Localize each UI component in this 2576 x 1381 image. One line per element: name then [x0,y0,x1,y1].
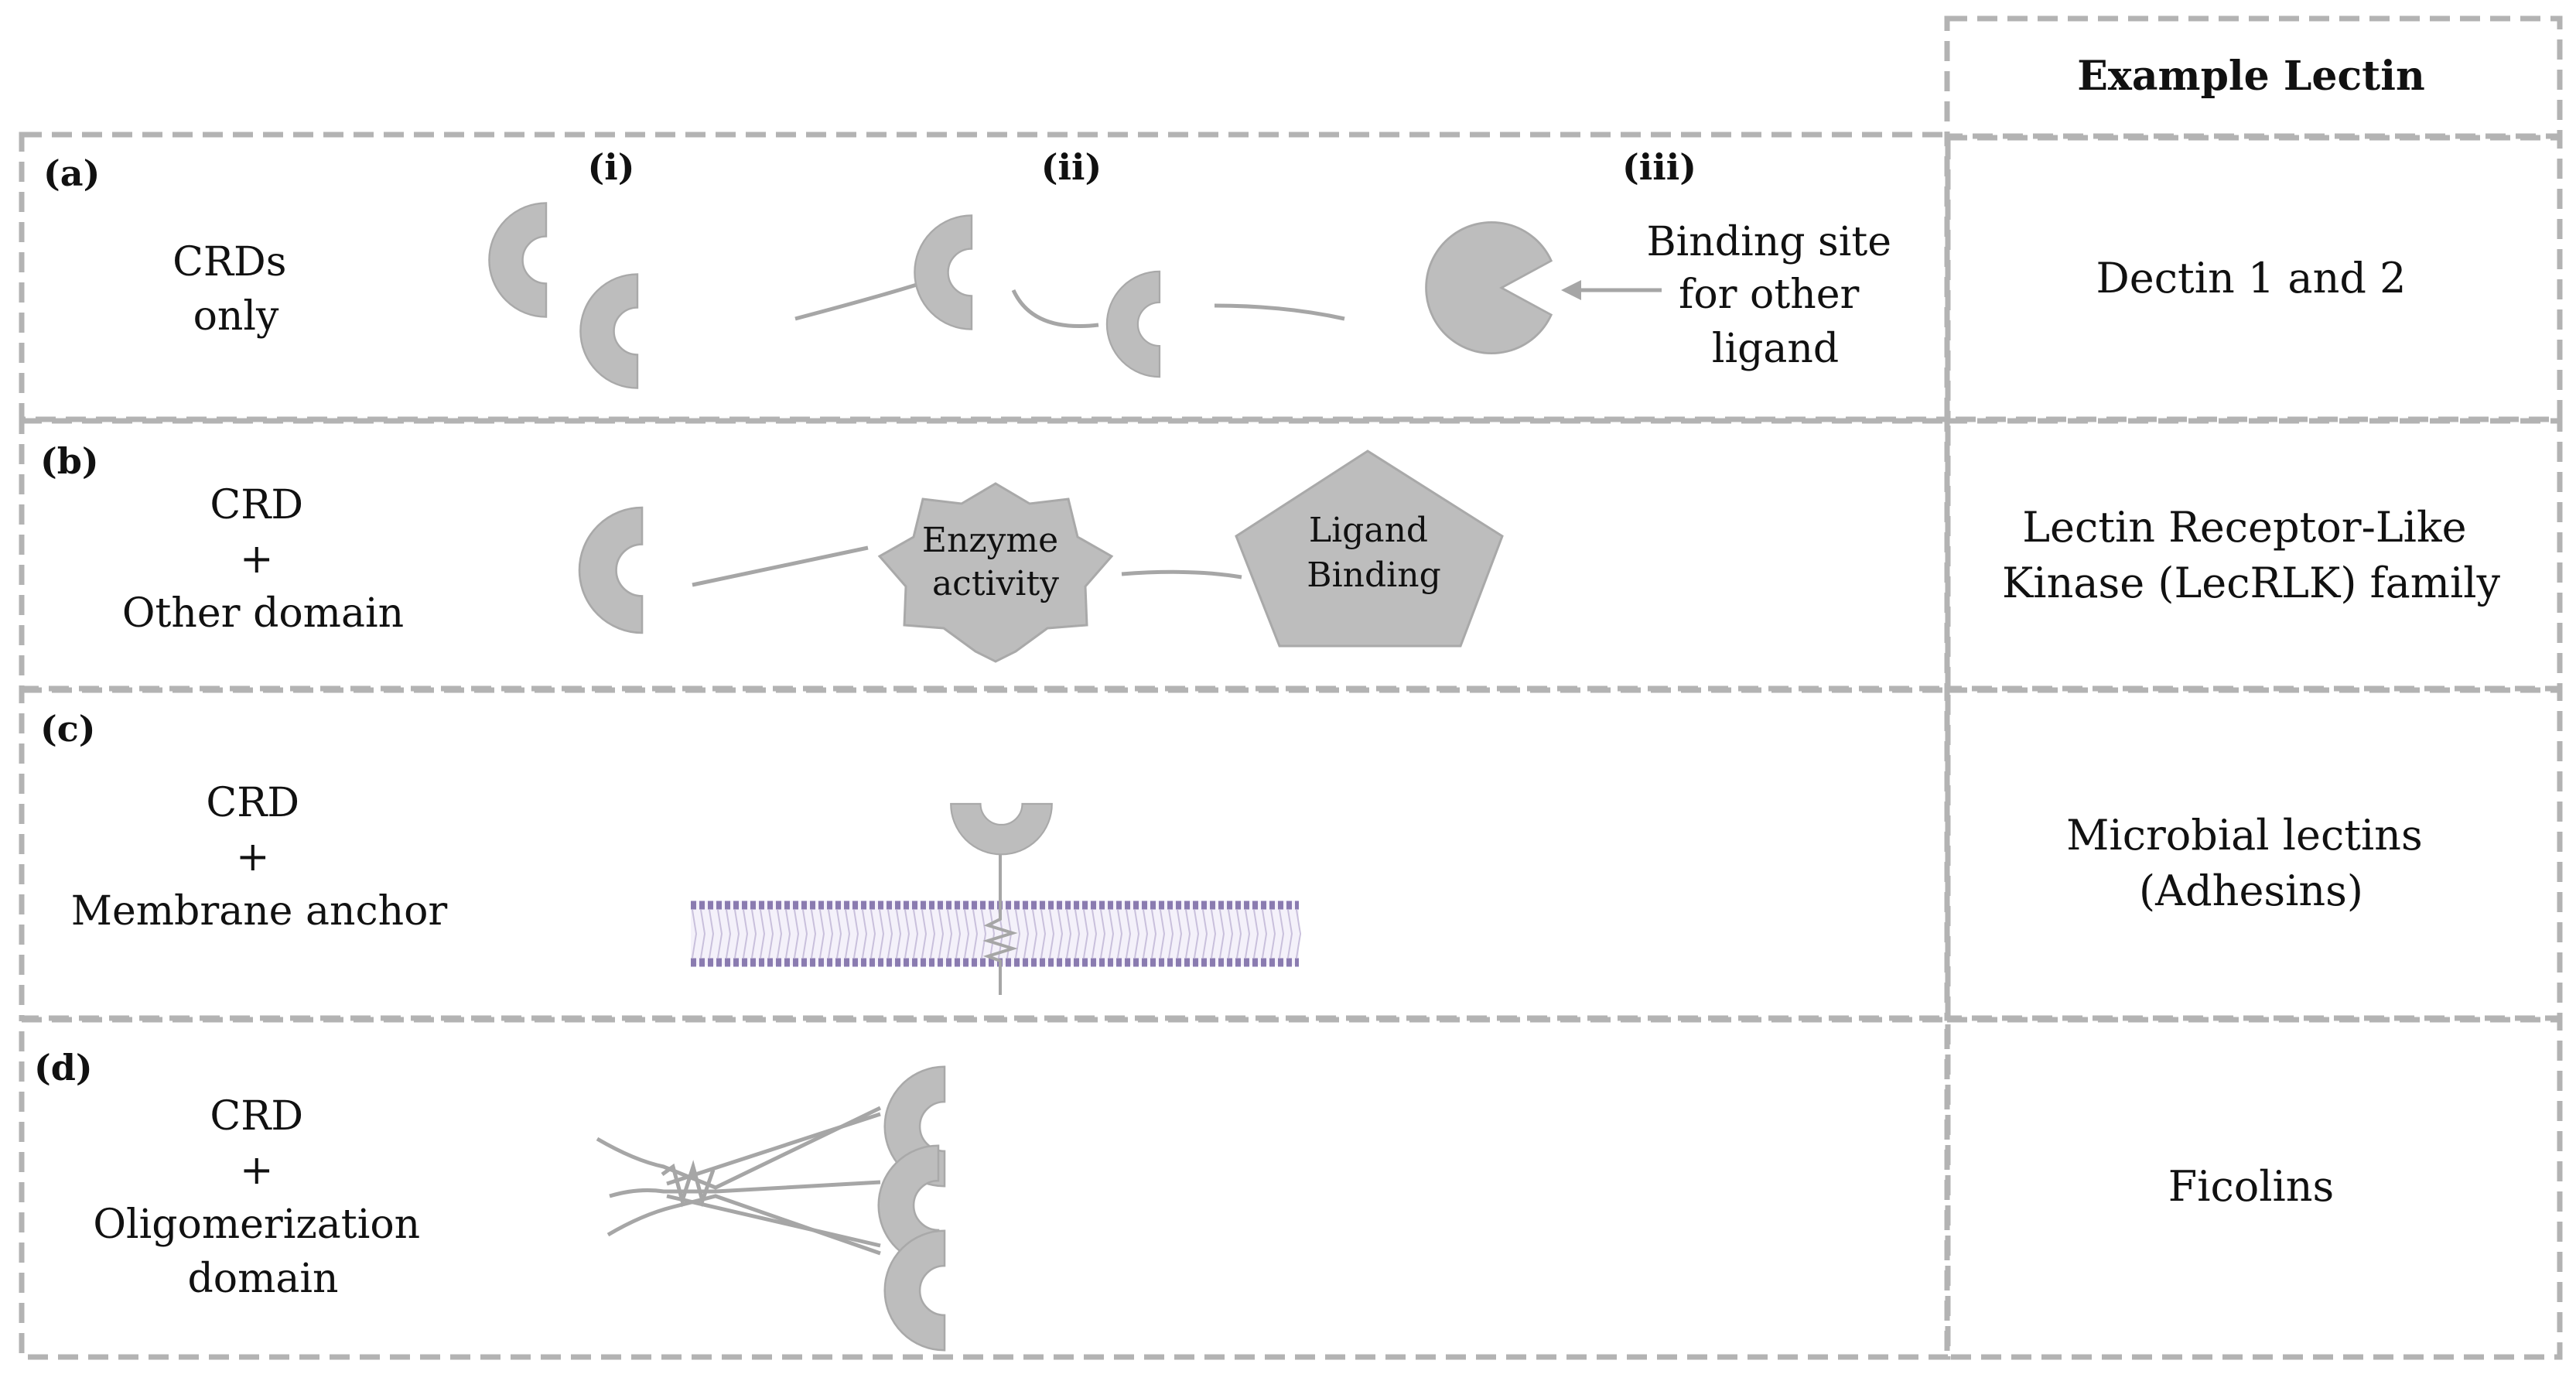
subpanel-ii-label: (ii) [1041,146,1102,188]
row-d-description-line-1: CRD [210,1093,303,1140]
row-b-label: (b) [40,440,99,482]
tandem-linker [794,282,1345,329]
row-c-description-line-1: CRD [206,780,299,826]
ligand-line-1: Ligand [1309,511,1428,550]
row-d-label: (d) [34,1047,93,1089]
ligand-binding-domain [1235,450,1504,648]
enzyme-line-1: Enzyme [922,521,1058,560]
enzyme-activity-domain [877,482,1114,663]
annotation-line-2: for other [1679,272,1859,318]
row-c-label: (c) [40,708,96,750]
row-d-description-line-3: Oligomerization [93,1202,420,1248]
row-b-example: Lectin Receptor-Like Kinase (LecRLK) fam… [2002,503,2501,607]
row-a-label: (a) [43,152,100,194]
example-lectin-header: Example Lectin [2077,53,2425,100]
row-d-description-line-2: + [240,1147,274,1194]
membrane-anchor-stalk [982,849,1018,995]
ligand-line-2: Binding [1307,555,1441,595]
row-c-example: Microbial lectins (Adhesins) [2066,811,2436,915]
row-b-right-box [1944,418,2563,692]
oligomerization-stalks [596,1106,882,1256]
row-b-example-line-2: Kinase (LecRLK) family [2002,559,2501,607]
row-a-example: Dectin 1 and 2 [2096,254,2407,303]
crd-dimer-upper [488,202,548,318]
row-d-description-line-4: domain [187,1256,338,1302]
table-borders [19,15,2563,1360]
tandem-crd-2 [1105,270,1161,378]
row-d-description: CRD + Oligomerization domain [93,1093,432,1302]
subpanel-i-label: (i) [587,146,634,188]
annotation-line-1: Binding site [1646,219,1891,265]
enzyme-activity-text: Enzyme activity [922,521,1069,603]
crd-with-binding-site [1425,220,1553,355]
row-b: (b) CRD + Other domain Enzyme activity L… [40,440,2501,663]
row-b-left-box [19,418,1951,692]
ligand-binding-text: Ligand Binding [1307,511,1441,595]
oligomer-crd-3 [883,1229,946,1352]
row-b-description-line-1: CRD [210,482,303,528]
crd-dimer-lower [579,273,639,389]
row-c-left-box [19,687,1951,1021]
lipid-bilayer-membrane [691,901,1302,967]
subpanel-iii-label: (iii) [1622,146,1696,188]
row-b-example-line-1: Lectin Receptor-Like [2022,503,2466,552]
row-d-left-box [19,1017,1951,1360]
row-c: (c) CRD + Membrane anchor Microbial lect… [40,708,2436,995]
row-b-description: CRD + Other domain [122,482,404,637]
row-c-example-line-1: Microbial lectins [2066,811,2423,860]
anchored-crd [950,802,1053,856]
row-b-description-line-3: Other domain [122,590,404,637]
row-a: (a) CRDs only (i) (ii) (iii) Binding sit… [43,146,2407,389]
row-d: (d) CRD + Oligomerization domain Ficolin… [34,1047,2335,1352]
lipid-tails [692,909,1302,959]
row-d-example: Ficolins [2168,1162,2335,1211]
enzyme-line-2: activity [932,564,1059,603]
row-c-example-line-2: (Adhesins) [2139,867,2363,915]
row-c-description-line-3: Membrane anchor [71,888,448,935]
row-a-right-box [1944,135,2563,422]
tandem-crd-1 [914,214,973,330]
row-b-description-line-2: + [240,536,274,583]
binding-site-annotation: Binding site for other ligand [1646,219,1904,372]
row-d-right-box [1944,1017,2563,1360]
row-a-description: CRDs only [173,239,299,340]
row-c-description-line-2: + [236,834,270,880]
row-a-description-line-2: only [193,293,279,340]
annotation-line-3: ligand [1712,326,1839,372]
row-c-description: CRD + Membrane anchor [71,780,448,935]
row-a-description-line-1: CRDs [173,239,286,285]
crd-b [578,506,644,634]
binding-site-arrowhead [1561,280,1581,300]
domain-linker [692,545,1242,587]
